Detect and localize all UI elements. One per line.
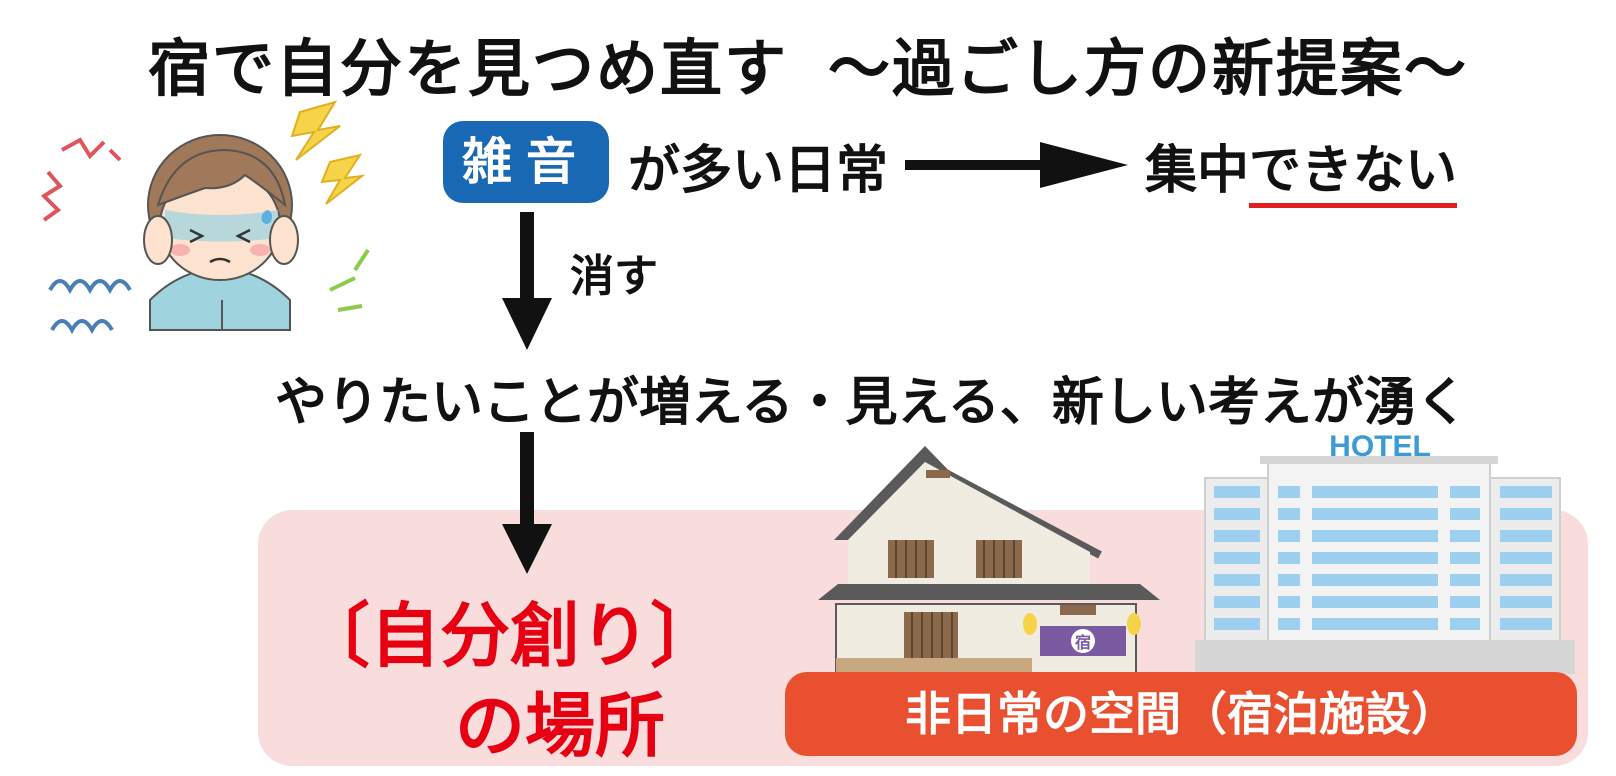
noise-spiral-icon <box>48 279 132 335</box>
hotel-building-icon <box>1195 456 1575 679</box>
arrow-right-icon <box>905 142 1128 188</box>
cannot-focus-text: 集中できない <box>1145 128 1458 208</box>
title-sub: ～過ごし方の新提案～ <box>828 32 1469 105</box>
sparkle-lines-icon <box>329 248 370 312</box>
facility-label: 非日常の空間（宿泊施設） <box>785 672 1577 756</box>
noren-mark-text: 宿 <box>1075 633 1091 652</box>
place-line1: 〔自分創り〕 <box>300 595 720 677</box>
noise-badge: 雑音 <box>443 121 609 203</box>
arrow-down-icon <box>502 432 552 574</box>
arrow-down-icon <box>502 212 552 350</box>
noise-suffix-text: が多い日常 <box>628 141 889 201</box>
hotel-sign: HOTEL <box>1329 430 1431 463</box>
page-title: 宿で自分を見つめ直す ～過ごし方の新提案～ <box>0 18 1616 108</box>
result-underlined: できない <box>1249 141 1458 208</box>
erase-label: 消す <box>570 251 658 302</box>
ryokan-building-icon <box>818 446 1160 675</box>
noren-mark-circle <box>1071 629 1095 653</box>
lightning-icon <box>290 100 366 205</box>
noise-zigzag-icon <box>40 137 122 222</box>
place-line2: の場所 <box>455 685 665 767</box>
result-prefix: 集中 <box>1145 141 1250 201</box>
title-main: 宿で自分を見つめ直す <box>147 32 788 105</box>
middle-statement: やりたいことが増える・見える、新しい考えが湧く <box>275 373 1468 433</box>
stressed-person-icon <box>143 134 299 331</box>
